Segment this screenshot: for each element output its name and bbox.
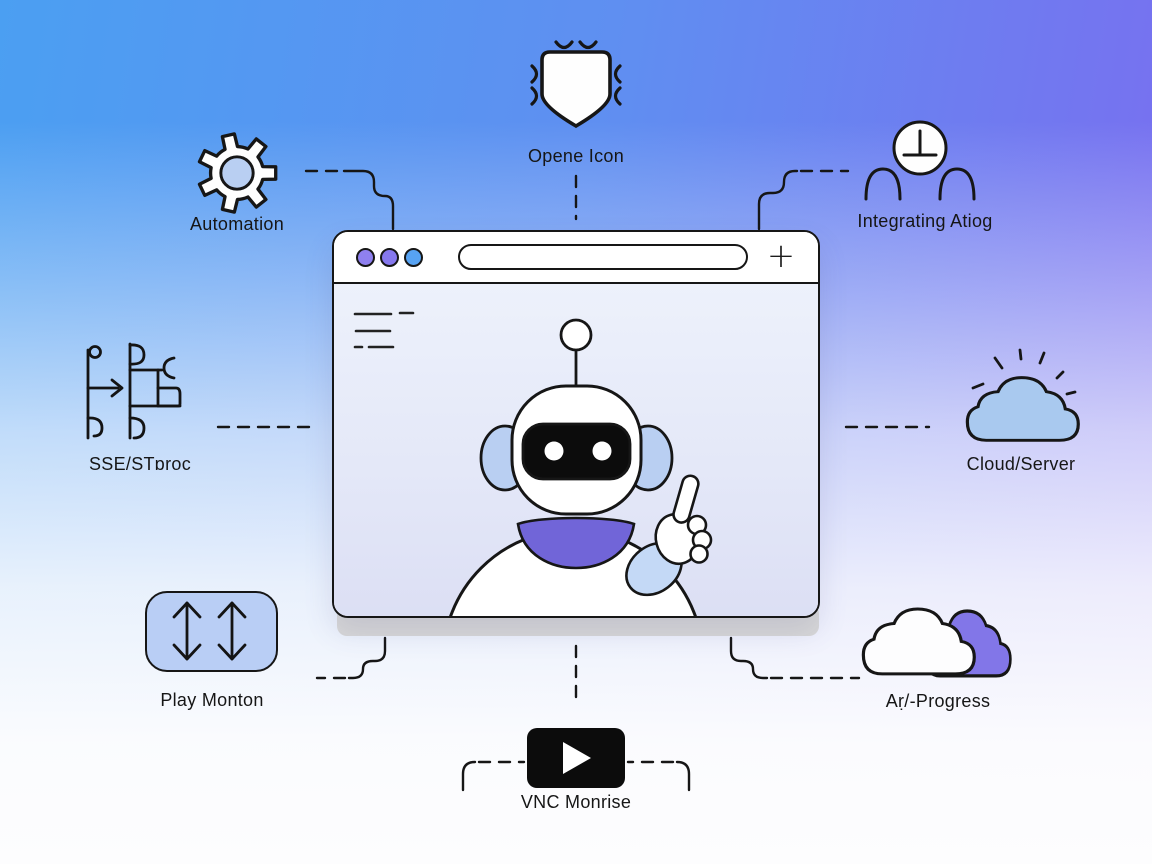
clock-users-icon — [864, 120, 976, 201]
browser-toolbar: + — [334, 232, 818, 284]
text-lines-icon — [353, 311, 415, 349]
node-label-automation: Automation — [189, 214, 285, 234]
node-label-integrating: Integrating Atiog — [857, 211, 993, 231]
shield-icon — [530, 40, 622, 129]
node-label-play-monton: Play Monton — [160, 690, 264, 710]
url-bar[interactable] — [458, 244, 748, 270]
stream-pipes-icon — [86, 342, 182, 440]
browser-window: + — [332, 230, 820, 618]
updown-arrows — [172, 601, 247, 661]
node-label-cloud: Cloud/Server — [966, 454, 1076, 474]
pointing-finger — [672, 474, 700, 524]
new-tab-button[interactable]: + — [762, 234, 800, 278]
robot-visor — [521, 422, 632, 481]
window-dot-purple-1[interactable] — [356, 247, 375, 267]
robot-eye-left — [544, 441, 564, 461]
traffic-light-dots — [356, 247, 423, 267]
play-triangle-icon — [563, 742, 591, 774]
cloud-sun-icon — [965, 348, 1080, 442]
window-dot-purple-2[interactable] — [380, 247, 399, 267]
node-label-sse: SSE/STɒroc — [88, 454, 192, 474]
clouds-overlap-icon — [861, 607, 1013, 678]
node-label-opene: Opene Icon — [527, 146, 625, 166]
window-dot-blue[interactable] — [404, 247, 423, 267]
robot-eye-right — [592, 441, 612, 461]
gear-icon — [197, 132, 278, 214]
node-label-vnc: VNC Monrise — [520, 792, 632, 812]
robot-collar — [516, 516, 636, 570]
browser-viewport — [334, 284, 818, 616]
double-updown-arrows-icon[interactable] — [145, 591, 278, 672]
node-label-progress: Aṛ/-Progress — [885, 691, 991, 711]
robot-mascot — [449, 318, 713, 616]
video-play-button[interactable] — [527, 728, 625, 788]
antenna-ball — [559, 318, 593, 352]
robot-hand — [625, 474, 713, 597]
